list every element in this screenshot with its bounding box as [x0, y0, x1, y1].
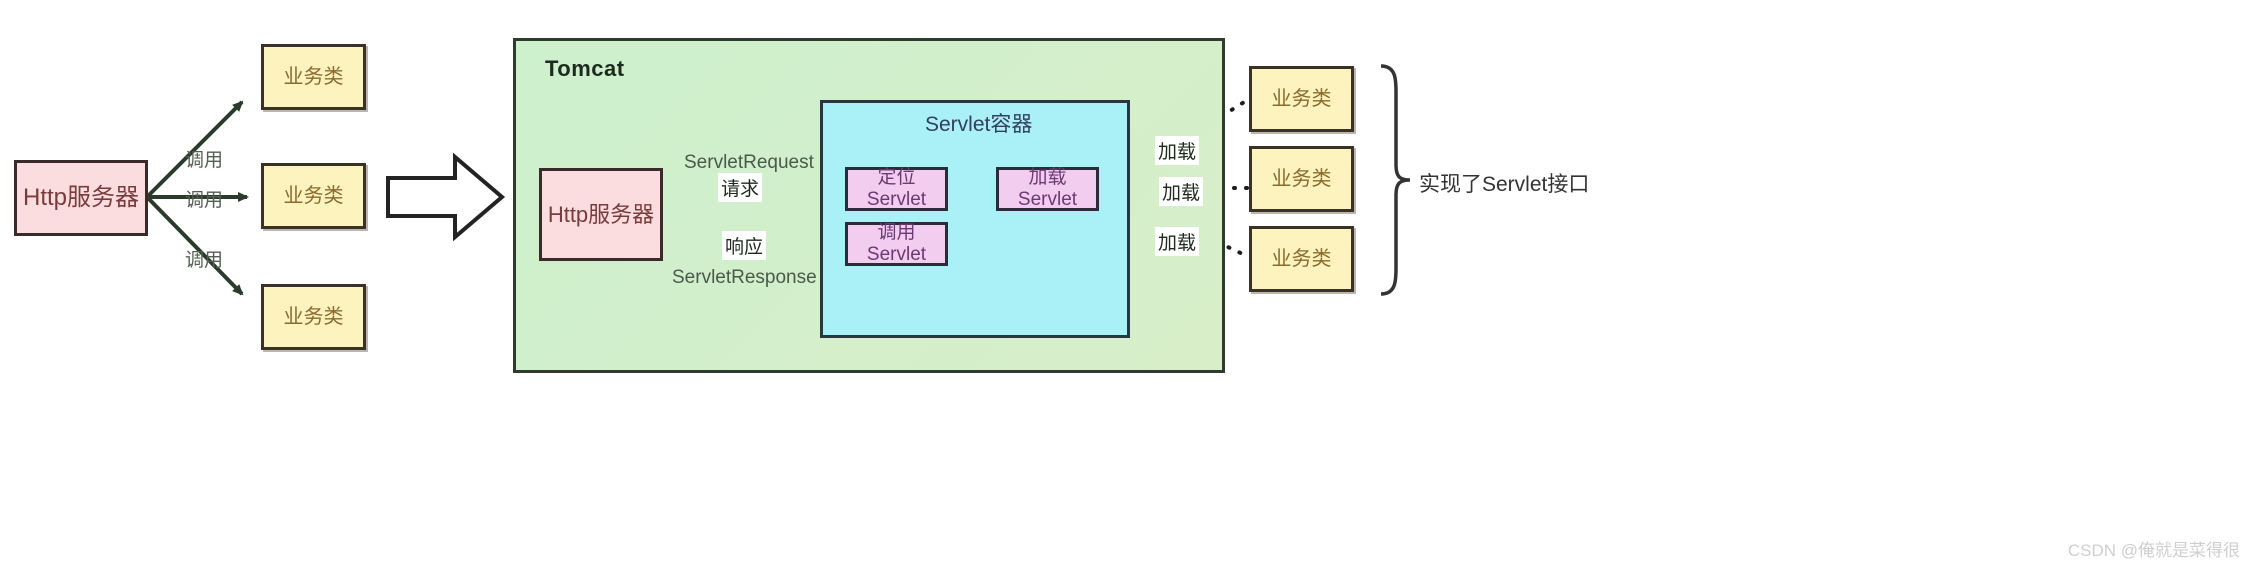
left-business-class-2-label: 业务类 — [283, 184, 344, 207]
load-servlet-line2: Servlet — [1017, 189, 1078, 210]
left-business-class-3: 业务类 — [261, 284, 366, 350]
brace-note-label: 实现了Servlet接口 — [1419, 173, 1590, 196]
tomcat-http-server-box: Http服务器 — [539, 168, 663, 261]
right-business-class-1-label: 业务类 — [1271, 87, 1332, 110]
load-label-2: 加载 — [1159, 177, 1204, 206]
transition-arrow-icon — [386, 152, 506, 242]
watermark: CSDN @俺就是菜得很 — [2067, 541, 2240, 560]
right-business-class-2: 业务类 — [1249, 146, 1354, 212]
right-business-class-1: 业务类 — [1249, 66, 1354, 132]
invoke-servlet-line1: 调用 — [877, 222, 916, 244]
left-call-arrows — [145, 100, 249, 296]
left-call-label-3: 调用 — [185, 250, 224, 271]
request-label: 请求 — [718, 173, 763, 202]
invoke-servlet-box: 调用 Servlet — [845, 222, 948, 266]
left-business-class-2: 业务类 — [261, 163, 366, 229]
left-business-class-3-label: 业务类 — [283, 305, 344, 328]
right-business-class-2-label: 业务类 — [1271, 167, 1332, 190]
left-http-server-box: Http服务器 — [14, 160, 148, 236]
left-call-label-1: 调用 — [185, 150, 224, 171]
left-call-label-2: 调用 — [185, 190, 224, 211]
servlet-request-label: ServletRequest — [684, 152, 814, 173]
servlet-container-title: Servlet容器 — [925, 113, 1033, 136]
locate-servlet-box: 定位 Servlet — [845, 167, 948, 211]
left-business-class-1-label: 业务类 — [283, 65, 344, 88]
invoke-servlet-line2: Servlet — [866, 244, 927, 265]
left-business-class-1: 业务类 — [261, 44, 366, 110]
load-label-1: 加载 — [1155, 136, 1200, 165]
load-servlet-box: 加载 Servlet — [996, 167, 1099, 211]
tomcat-http-server-label: Http服务器 — [547, 201, 655, 227]
servlet-container-panel — [820, 100, 1130, 338]
load-servlet-line1: 加载 — [1028, 167, 1067, 189]
left-http-server-label: Http服务器 — [22, 184, 139, 212]
response-label: 响应 — [722, 231, 767, 260]
locate-servlet-line2: Servlet — [866, 189, 927, 210]
right-business-class-3: 业务类 — [1249, 226, 1354, 292]
servlet-response-label: ServletResponse — [672, 267, 817, 288]
load-label-3: 加载 — [1155, 227, 1200, 256]
right-business-class-3-label: 业务类 — [1271, 247, 1332, 270]
tomcat-title: Tomcat — [545, 56, 625, 81]
locate-servlet-line1: 定位 — [877, 167, 916, 189]
brace-icon — [1380, 64, 1411, 296]
